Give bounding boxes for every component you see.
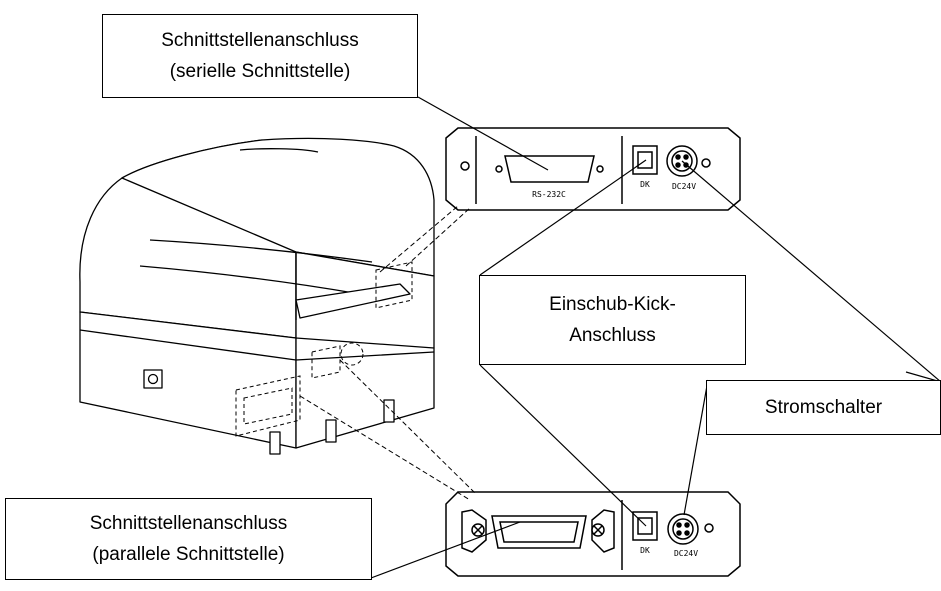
parallel-rear-panel — [445, 491, 741, 577]
drawer-kick-callout: Einschub-Kick- Anschluss — [479, 275, 746, 365]
serial-rear-panel — [445, 127, 741, 211]
serial-callout-line2: (serielle Schnittstelle) — [169, 61, 351, 82]
panel-screw-right — [701, 158, 711, 168]
rs232c-marking: RS-232C — [532, 190, 566, 199]
dk-marking-top: DK — [640, 180, 650, 189]
parallel-interface-callout: Schnittstellenanschluss (parallele Schni… — [5, 498, 372, 580]
dk-marking-bottom: DK — [640, 546, 650, 555]
printer-foot-3 — [383, 399, 395, 423]
printer-foot-1 — [269, 431, 281, 455]
printer-illustration — [79, 137, 435, 455]
dc24v-marking-top: DC24V — [672, 182, 696, 191]
serial-callout-line1: Schnittstellenanschluss — [161, 30, 359, 51]
hidden-connectors — [235, 261, 413, 437]
serial-interface-callout: Schnittstellenanschluss (serielle Schnit… — [102, 14, 418, 98]
dc24v-marking-bottom: DC24V — [674, 549, 698, 558]
paper-outlet — [295, 283, 411, 319]
parallel-callout-line2: (parallele Schnittstelle) — [92, 544, 285, 565]
drawer-callout-line1: Einschub-Kick- — [549, 294, 676, 315]
drawer-callout-line2: Anschluss — [569, 325, 656, 346]
panel-screw-left — [460, 161, 470, 171]
printer-base-right — [295, 337, 435, 449]
power-switch-callout: Stromschalter — [706, 380, 941, 435]
printer-cover-top — [121, 137, 435, 277]
projection-lines — [299, 205, 477, 501]
printer-foot-2 — [325, 419, 337, 443]
parallel-callout-line1: Schnittstellenanschluss — [89, 513, 288, 534]
power-callout-text: Stromschalter — [764, 397, 883, 418]
panel-screw-right-2 — [704, 523, 714, 533]
rs232c-port-icon — [504, 155, 595, 183]
leader-lines — [370, 96, 941, 579]
